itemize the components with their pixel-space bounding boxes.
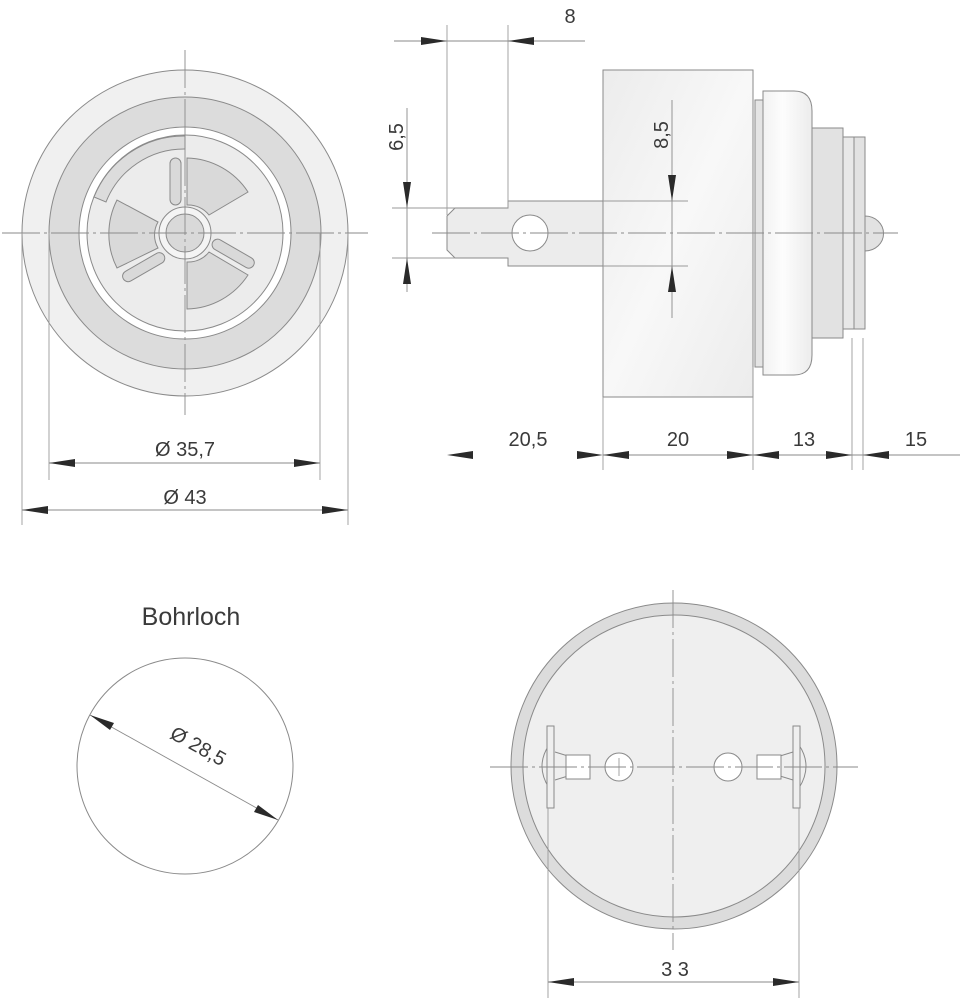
dim-tab-width: 8,5 — [651, 121, 673, 149]
dim-front-length: 15 — [905, 429, 927, 451]
slot-left — [122, 252, 166, 283]
dim-inner-diameter: Ø 35,7 — [155, 439, 215, 461]
back-view: 3 3 — [490, 590, 858, 998]
front-arc-band — [93, 135, 186, 203]
side-body — [602, 69, 754, 398]
dim-tab-height: 6,5 — [386, 123, 408, 151]
sector-blade-left — [108, 199, 159, 269]
dim-tab-length: 8 — [564, 6, 575, 28]
drill-hole-circle — [76, 657, 294, 875]
dim-flange-length: 13 — [793, 429, 815, 451]
sector-blade-top-right — [186, 157, 249, 216]
sector-blade-bottom — [186, 251, 249, 310]
side-view: 8 6,5 8,5 20,5 20 13 15 — [386, 6, 960, 470]
side-led-dome — [864, 215, 884, 252]
front-view: Ø 35,7 Ø 43 — [2, 50, 368, 525]
slot-right — [211, 238, 255, 269]
dim-terminal-spacing: 3 3 — [661, 959, 689, 981]
drill-hole-title: Bohrloch — [142, 603, 241, 631]
dim-terminal-length: 20,5 — [509, 429, 548, 451]
drill-hole-view: Bohrloch Ø 28,5 — [76, 603, 294, 875]
dim-outer-diameter: Ø 43 — [163, 487, 206, 509]
slot-top — [169, 157, 182, 206]
back-face — [522, 614, 826, 918]
dim-body-length: 20 — [667, 429, 689, 451]
